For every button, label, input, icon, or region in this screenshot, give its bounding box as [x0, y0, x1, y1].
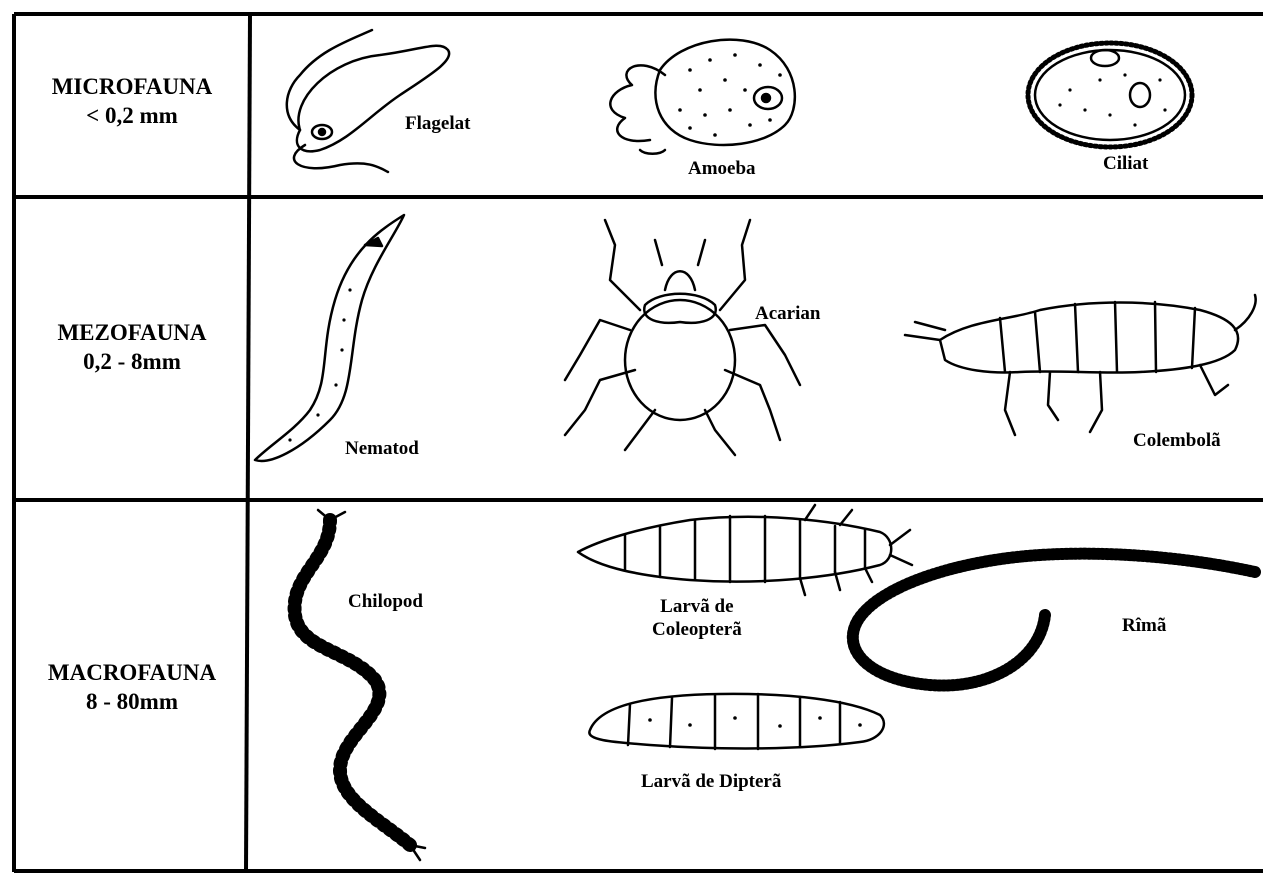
label-larva-coleoptera: Larvã de Coleopterã [652, 595, 742, 641]
label-line: Coleopterã [652, 618, 742, 641]
springtail-drawing [905, 295, 1256, 435]
earthworm-drawing [853, 554, 1255, 686]
label-amoeba: Amoeba [688, 157, 756, 180]
label-ciliat: Ciliat [1103, 152, 1148, 175]
label-nematod: Nematod [345, 437, 419, 460]
amoeba-drawing [610, 40, 795, 154]
flagellate-drawing [287, 30, 449, 172]
label-colembola: Colembolã [1133, 429, 1221, 452]
label-rima: Rîmã [1122, 614, 1166, 637]
ciliate-drawing [1028, 43, 1192, 147]
mite-drawing [565, 220, 800, 455]
label-flagelat: Flagelat [405, 112, 470, 135]
nematode-drawing [255, 215, 404, 461]
centipede-drawing [295, 510, 425, 860]
beetle-larva-drawing [578, 505, 912, 595]
label-larva-diptera: Larvã de Dipterã [641, 770, 781, 793]
label-line: Larvã de [652, 595, 742, 618]
label-chilopod: Chilopod [348, 590, 423, 613]
label-acarian: Acarian [755, 302, 820, 325]
fly-larva-drawing [589, 694, 884, 749]
